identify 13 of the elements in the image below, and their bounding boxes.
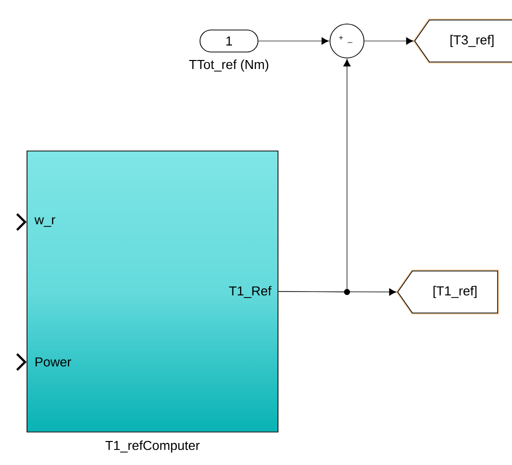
sum-block: + _ [330, 24, 364, 58]
connector-arrow [278, 59, 351, 292]
block-label: TTot_ref (Nm) [189, 60, 268, 72]
subsystem-block: w_r Power T1_Ref [26, 150, 278, 432]
block-label: T1_refComputer [105, 440, 200, 453]
connector-arrow [364, 37, 414, 45]
constant-block: 1 [200, 30, 258, 52]
connector-arrow [258, 37, 329, 45]
node-label: Power [36, 357, 72, 367]
node-label: T1_Ref [229, 286, 272, 298]
goto-block: [T3_ref] [412, 18, 512, 64]
node-label: w_r [34, 217, 56, 227]
goto-block: [T1_ref] [396, 270, 500, 314]
